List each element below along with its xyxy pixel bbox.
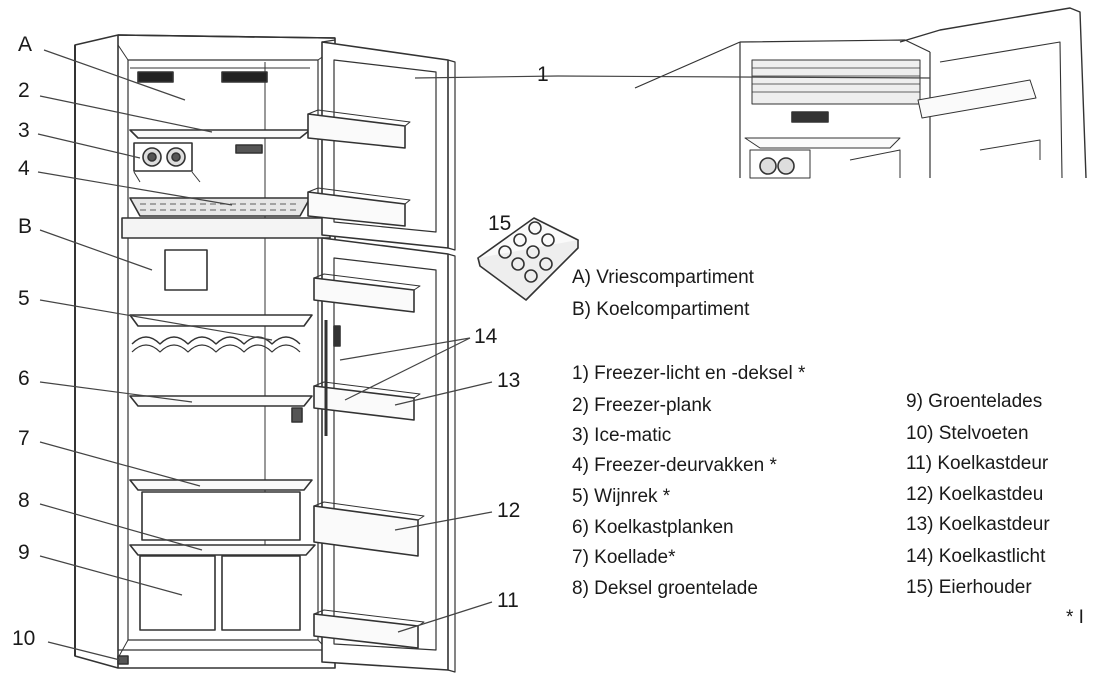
legend-item-11: 11) Koelkastdeur <box>906 453 1049 474</box>
legend-item-9: 9) Groentelades <box>906 391 1043 412</box>
legend-item-2: 2) Freezer-plank <box>572 395 712 416</box>
ice-matic <box>133 142 263 183</box>
freezer-shelf <box>129 129 311 139</box>
callout-6: 6 <box>18 367 30 390</box>
callout-11: 11 <box>497 589 519 612</box>
callout-4: 4 <box>18 157 30 180</box>
callout-5: 5 <box>18 287 30 310</box>
legend-item-15: 15) Eierhouder <box>906 577 1032 598</box>
fridge-light <box>291 407 303 423</box>
legend-item-3: 3) Ice-matic <box>572 425 672 446</box>
legend-item-10: 10) Stelvoeten <box>906 423 1029 444</box>
legend-compartment-a: A) Vriescompartiment <box>572 267 754 288</box>
legend-item-13: 13) Koelkastdeur <box>906 514 1050 535</box>
legend-item-5: 5) Wijnrek * <box>572 486 671 507</box>
callout-a: A <box>18 33 33 56</box>
legend-item-8: 8) Deksel groentelade <box>572 578 758 599</box>
detail-inset <box>634 7 1087 179</box>
callout-13: 13 <box>497 369 521 392</box>
chiller-drawer <box>141 491 301 541</box>
crisper-drawers <box>139 555 301 631</box>
legend-item-1: 1) Freezer-licht en -deksel * <box>572 363 806 384</box>
legend-footnote: * I <box>1066 607 1084 628</box>
legend-item-6: 6) Koelkastplanken <box>572 517 734 538</box>
fridge-shelf <box>129 479 313 491</box>
callout-b: B <box>18 215 33 238</box>
fridge-shelf <box>129 395 313 407</box>
freezer-floor <box>129 197 311 217</box>
callout-8: 8 <box>18 489 30 512</box>
callout-14: 14 <box>474 325 498 348</box>
callout-7: 7 <box>18 427 30 450</box>
callout-2: 2 <box>18 79 30 102</box>
freezer-door <box>307 39 456 251</box>
callout-12: 12 <box>497 499 521 522</box>
legend-item-12: 12) Koelkastdeu <box>906 484 1044 505</box>
freezer-light-strip <box>221 71 268 83</box>
crisper-cover <box>129 544 316 556</box>
callout-9: 9 <box>18 541 30 564</box>
callout-15: 15 <box>488 212 512 235</box>
fridge-door <box>313 237 456 673</box>
callout-1: 1 <box>537 63 549 86</box>
egg-holder <box>477 217 579 301</box>
legend-item-4: 4) Freezer-deurvakken * <box>572 455 777 476</box>
callout-10: 10 <box>12 627 36 650</box>
freezer-light-strip <box>137 71 174 83</box>
legend-compartment-b: B) Koelcompartiment <box>572 299 750 320</box>
callout-3: 3 <box>18 119 30 142</box>
legend-item-14: 14) Koelkastlicht <box>906 546 1046 567</box>
leader-lines <box>37 49 931 661</box>
air-duct <box>164 249 208 291</box>
legend-item-7: 7) Koellade* <box>572 547 676 568</box>
